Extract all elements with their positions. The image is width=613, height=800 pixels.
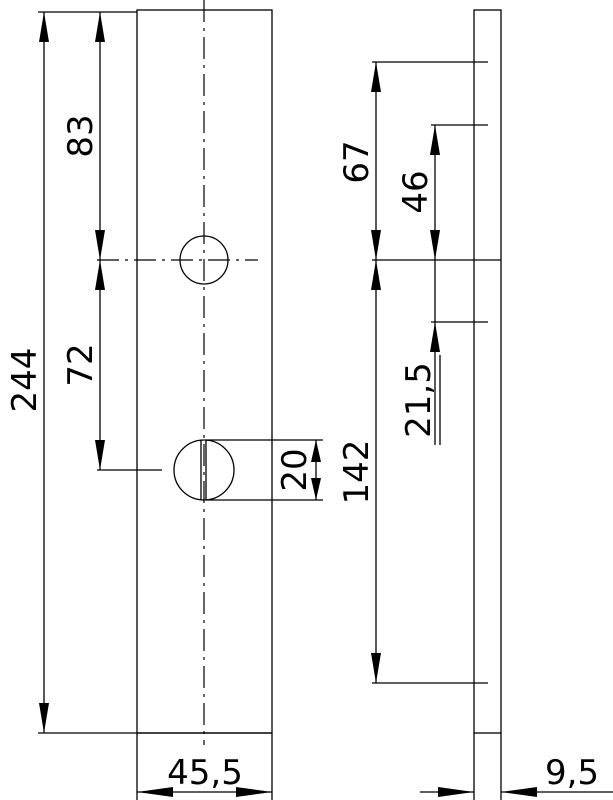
dimension-67: 67 — [337, 62, 381, 260]
svg-text:244: 244 — [5, 348, 45, 413]
svg-text:142: 142 — [337, 440, 377, 505]
svg-text:9,5: 9,5 — [545, 753, 599, 793]
svg-text:45,5: 45,5 — [167, 753, 243, 793]
dimension-45-5: 45,5 — [137, 753, 272, 797]
svg-text:46: 46 — [396, 170, 436, 213]
dimension-83: 83 — [61, 12, 105, 260]
spindle-hole — [179, 235, 229, 285]
svg-text:83: 83 — [61, 114, 101, 157]
svg-text:20: 20 — [275, 448, 315, 491]
dimension-9-5: 9,5 — [420, 753, 613, 797]
side-plate — [473, 9, 502, 734]
svg-text:67: 67 — [337, 140, 377, 183]
cylinder-hole — [173, 439, 235, 501]
dimension-20: 20 — [275, 440, 321, 500]
front-plate — [97, 0, 273, 745]
dimension-46: 46 — [396, 125, 440, 260]
dimension-244: 244 — [5, 12, 49, 733]
dimension-72: 72 — [61, 260, 105, 470]
dimension-142: 142 — [337, 260, 381, 683]
svg-text:21,5: 21,5 — [399, 362, 439, 438]
svg-text:72: 72 — [61, 343, 101, 386]
dimension-21-5: 21,5 — [399, 260, 441, 445]
